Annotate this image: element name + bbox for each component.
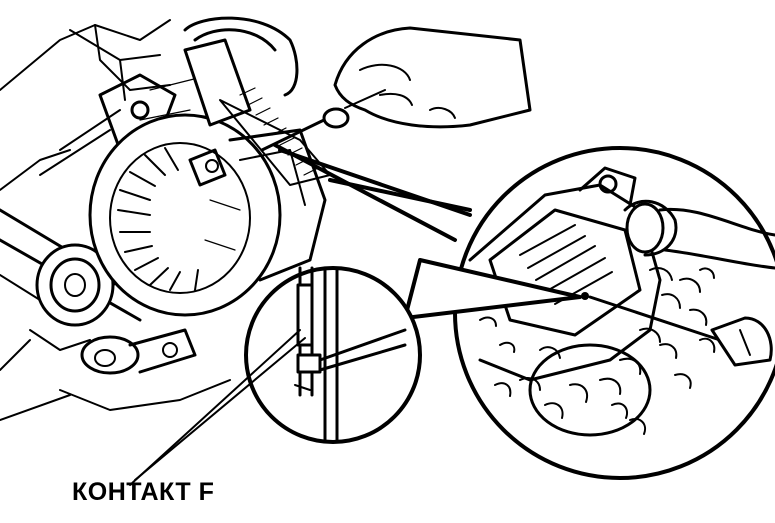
engine-block-drawing (0, 19, 241, 421)
alternator-detail-zoom (453, 146, 775, 480)
alternator-body-drawing (80, 113, 327, 375)
contact-detail-zoom (244, 258, 582, 444)
callout-leader-line (129, 329, 306, 486)
wiring-harness-drawing (183, 16, 331, 186)
hand-with-screwdriver-drawing (260, 26, 532, 152)
terminal-f-hole (581, 292, 589, 300)
zoom-connector-lines (273, 143, 472, 242)
callout-label-contact-f: КОНТАКТ F (72, 478, 215, 506)
